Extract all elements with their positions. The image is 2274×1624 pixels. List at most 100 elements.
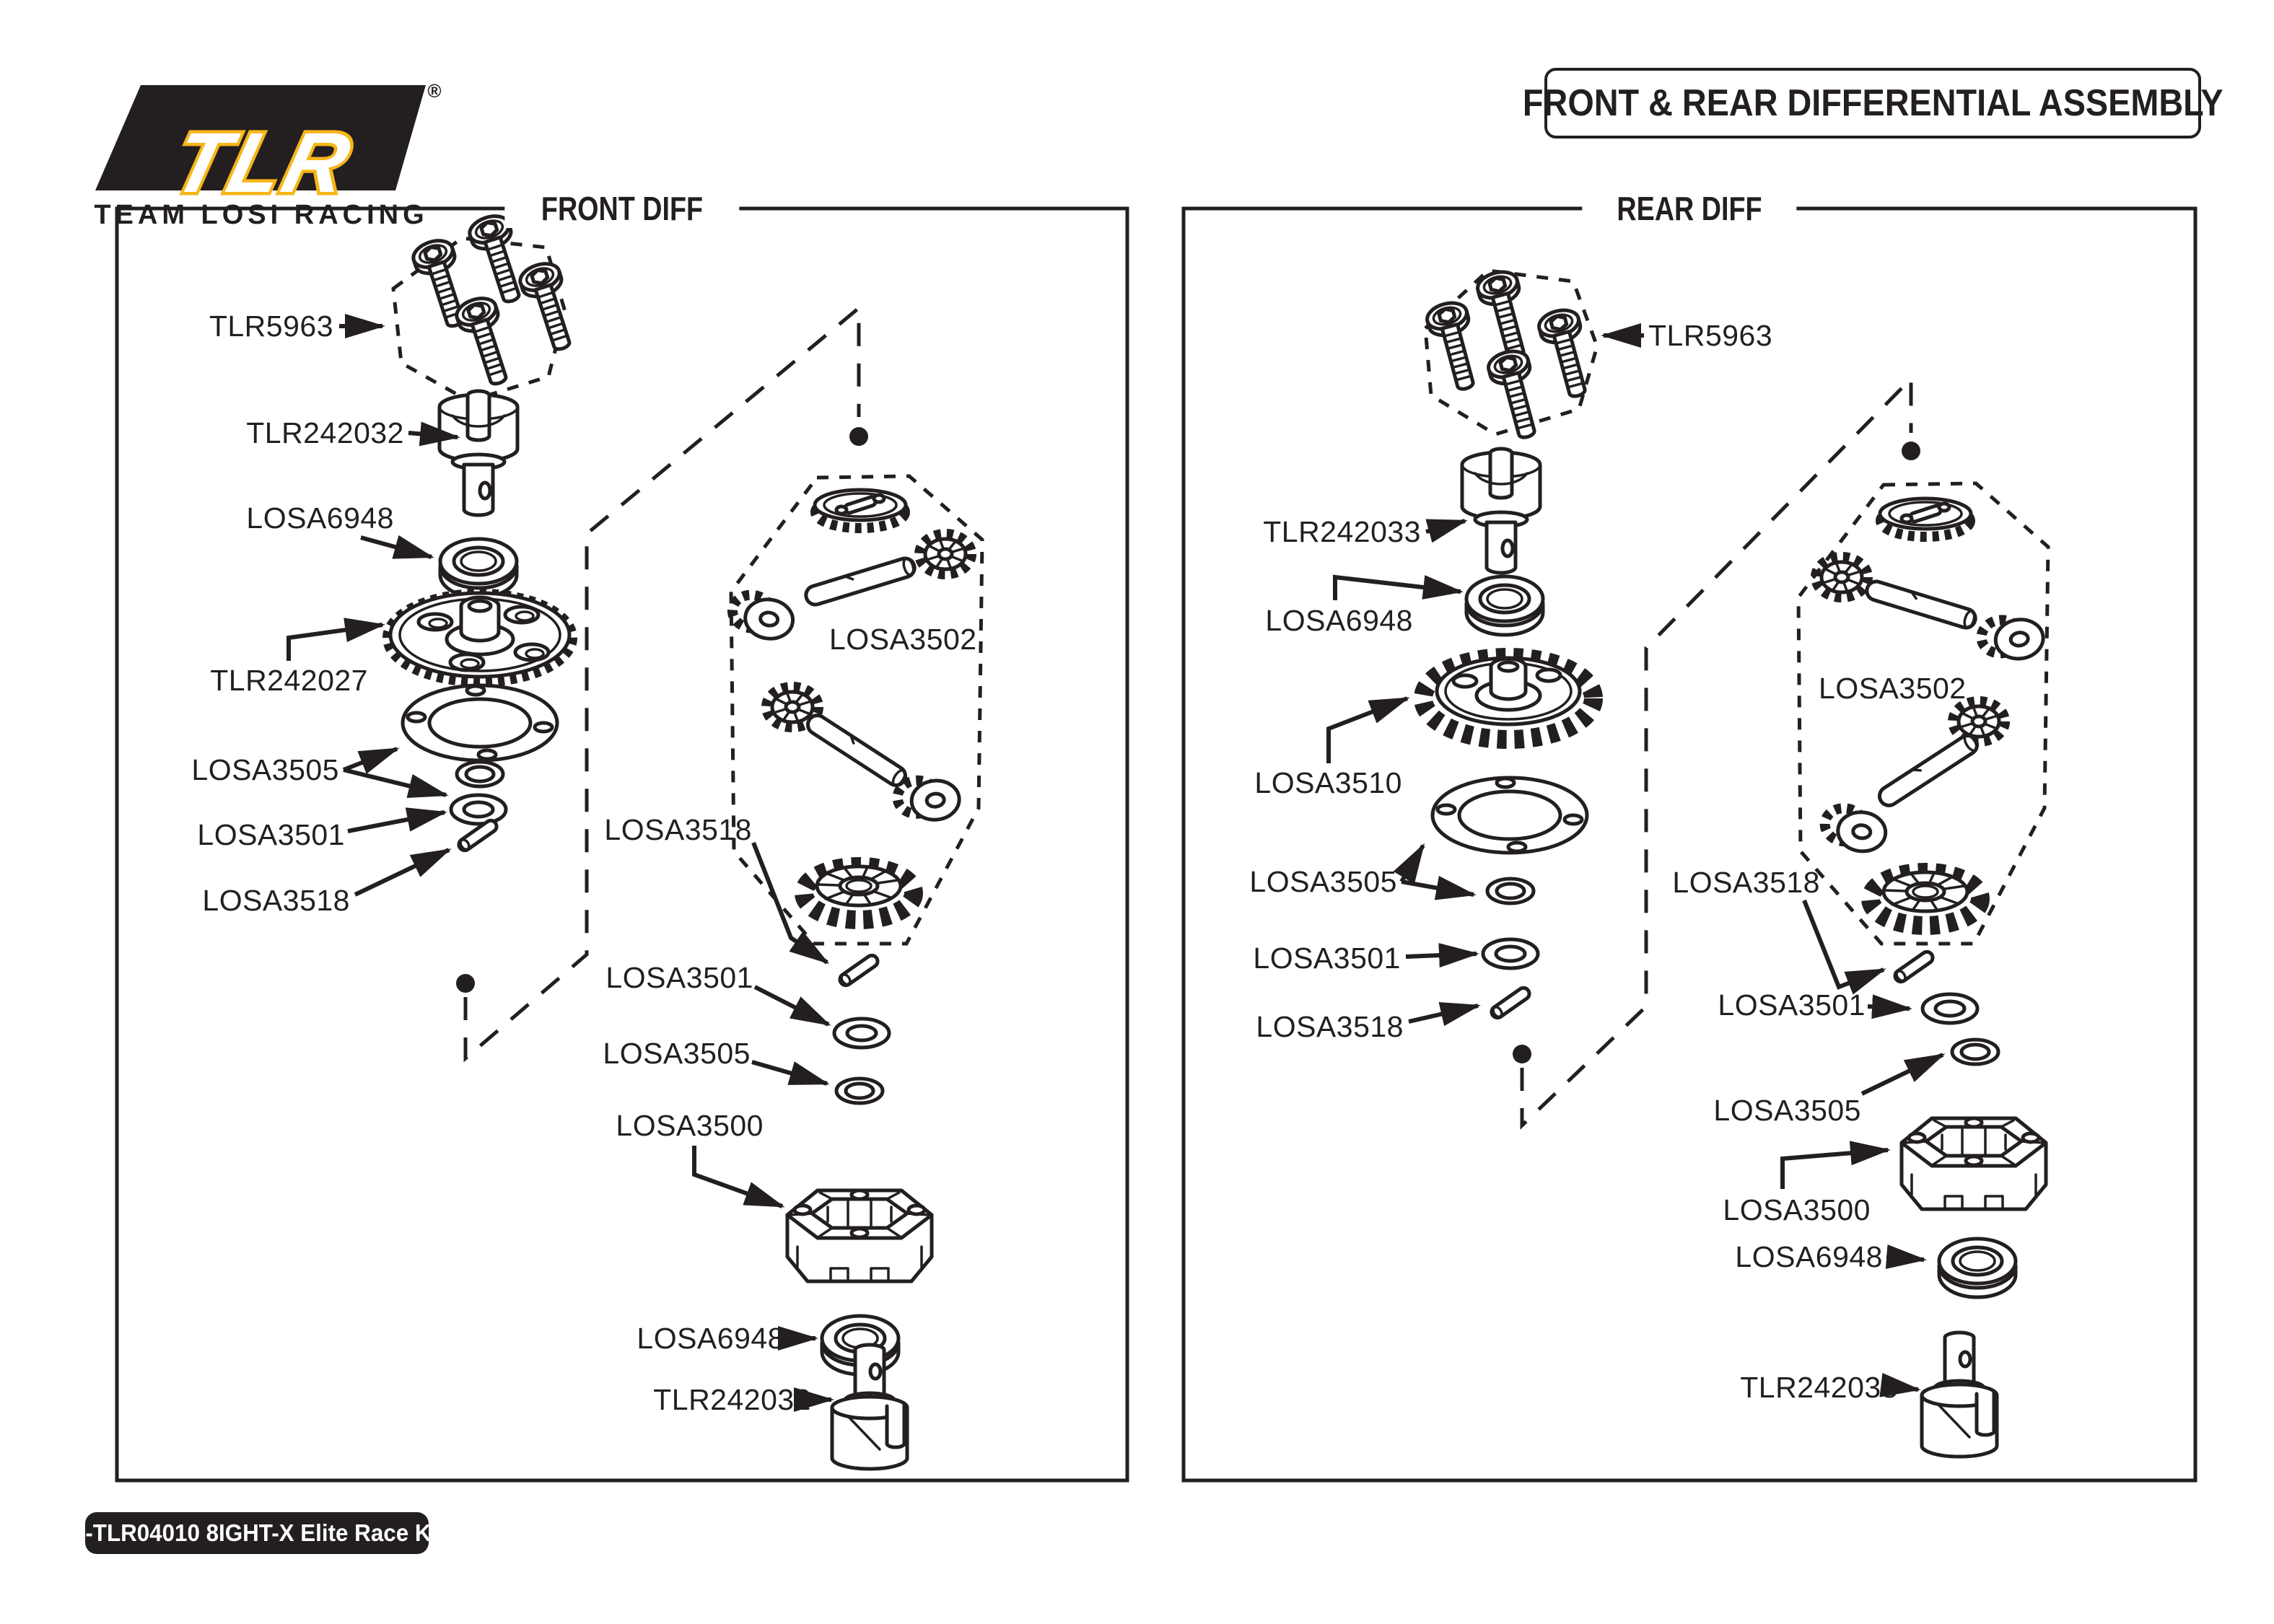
part-label-pin2: LOSA3518 — [1672, 866, 1820, 899]
screw-icon — [1536, 306, 1598, 400]
part-label-outdrive-bottom: TLR242033 — [1740, 1371, 1898, 1404]
leader-washer2 — [1867, 994, 1912, 1019]
leader-case — [692, 1146, 785, 1208]
tlr-logo: TLR ® TEAM LOSI RACING — [94, 80, 441, 230]
front-diff-header-label: FRONT DIFF — [541, 190, 704, 227]
part-label-oring2: LOSA3505 — [603, 1037, 751, 1070]
front-diff-header: FRONT DIFF — [504, 189, 740, 228]
page-title-box: FRONT & REAR DIFFERENTIAL ASSEMBLY — [1523, 68, 2223, 139]
oring-icon — [457, 762, 503, 786]
rear-diff-panel-border — [1181, 206, 2198, 1483]
ring-gear-icon — [1423, 657, 1593, 739]
kit-badge-label: C-TLR04010 8IGHT-X Elite Race Kit — [69, 1519, 445, 1546]
leader-washer — [347, 807, 447, 833]
part-label-bearing-top: LOSA6948 — [1265, 604, 1413, 637]
part-label-case: LOSA3500 — [616, 1109, 764, 1142]
leader-outdrive-top — [1425, 519, 1468, 543]
leader-pin — [1408, 1002, 1481, 1027]
leader-ring-gear — [1326, 696, 1410, 763]
bearing-icon — [1466, 576, 1543, 635]
internal-gear-group-outline — [729, 474, 984, 946]
bevel-pinion-icon — [1822, 807, 1887, 854]
part-label-bearing-bottom: LOSA6948 — [637, 1322, 784, 1355]
fold-line — [1520, 374, 1913, 1130]
axis-dot — [1513, 1045, 1531, 1063]
part-label-washer: LOSA3501 — [197, 818, 345, 851]
cross-shaft-icon — [1876, 732, 1981, 809]
part-label-screws: TLR5963 — [1648, 319, 1773, 352]
part-label-outdrive-top: TLR242033 — [1263, 515, 1421, 548]
leader-oring — [1401, 876, 1477, 900]
part-label-washer2: LOSA3501 — [605, 961, 753, 994]
leader-pin — [354, 848, 452, 897]
washer-icon — [834, 1019, 889, 1048]
part-label-outdrive-top: TLR242032 — [246, 416, 404, 449]
pin-icon — [1490, 986, 1531, 1020]
part-label-outdrive-bottom: TLR242032 — [653, 1383, 811, 1416]
bearing-icon — [1939, 1239, 2016, 1297]
gasket-icon — [1433, 778, 1587, 853]
oring-icon — [1487, 879, 1534, 903]
oring-icon — [1952, 1040, 1998, 1064]
logo-subtitle: TEAM LOSI RACING — [94, 200, 428, 230]
leader-oring — [343, 768, 449, 799]
cross-shaft-icon — [804, 556, 917, 607]
part-label-ring-gear: TLR242027 — [210, 664, 368, 697]
rear-diff-header: REAR DIFF — [1582, 189, 1797, 228]
leader-washer — [1405, 943, 1479, 968]
screw-icon — [453, 294, 519, 389]
internal-gear-group-outline — [1796, 481, 2050, 946]
part-label-gasket-oring: LOSA3505 — [1249, 865, 1397, 898]
outdrive-cup-icon — [1462, 449, 1540, 573]
bevel-gear-icon — [1871, 872, 1980, 926]
leader-pin2 — [1802, 899, 1886, 995]
axis-dot — [456, 974, 475, 993]
washer-icon — [451, 795, 506, 824]
part-label-ring-gear: LOSA3510 — [1254, 766, 1402, 799]
front-diff-art — [287, 211, 984, 1469]
part-label-oring2: LOSA3505 — [1713, 1094, 1861, 1127]
washer-icon — [1483, 939, 1538, 968]
bearing-icon — [440, 539, 517, 597]
crown-gear-icon — [815, 490, 906, 528]
screw-icon — [1486, 347, 1547, 442]
leader-outdrive-bottom — [1879, 1372, 1921, 1397]
bevel-pinion-icon — [1816, 557, 1868, 597]
part-label-pin: LOSA3518 — [1256, 1010, 1404, 1043]
leader-washer2 — [753, 985, 831, 1027]
part-label-bearing-top: LOSA6948 — [246, 501, 394, 535]
leader-pin2 — [751, 841, 830, 965]
cross-shaft-icon — [1865, 579, 1978, 630]
fold-line — [463, 304, 861, 1063]
part-label-case: LOSA3500 — [1723, 1193, 1871, 1226]
part-label-washer2: LOSA3501 — [1718, 988, 1866, 1022]
page-title: FRONT & REAR DIFFERENTIAL ASSEMBLY — [1522, 82, 2223, 124]
bevel-gear-icon — [804, 866, 914, 920]
part-label-pin2: LOSA3518 — [604, 813, 752, 846]
screw-icon — [517, 259, 582, 354]
leader-oring2 — [1860, 1053, 1946, 1096]
leader-case — [1780, 1141, 1891, 1189]
part-label-internal-gears: LOSA3502 — [1819, 672, 1967, 705]
crown-gear-icon — [1880, 499, 1971, 537]
bevel-pinion-icon — [919, 534, 971, 574]
axis-dot — [849, 427, 868, 446]
leader-outdrive-top — [408, 421, 460, 447]
ring-gear-icon — [388, 593, 572, 682]
logo-text: TLR — [164, 116, 362, 211]
rear-diff-header-label: REAR DIFF — [1617, 190, 1762, 227]
diff-case-icon — [1902, 1118, 2046, 1209]
rear-diff-art — [1326, 268, 2050, 1457]
leader-ring-gear — [287, 618, 385, 661]
pin-icon — [1893, 949, 1935, 984]
kit-badge: C-TLR04010 8IGHT-X Elite Race Kit — [69, 1512, 445, 1554]
axis-dot — [1902, 442, 1920, 460]
oring-icon — [836, 1079, 883, 1103]
bevel-pinion-icon — [896, 776, 961, 824]
bevel-pinion-icon — [729, 592, 795, 641]
part-label-washer: LOSA3501 — [1253, 942, 1401, 975]
registered-mark: ® — [427, 80, 441, 102]
part-label-internal-gears: LOSA3502 — [829, 623, 977, 656]
pin-icon — [838, 953, 880, 988]
